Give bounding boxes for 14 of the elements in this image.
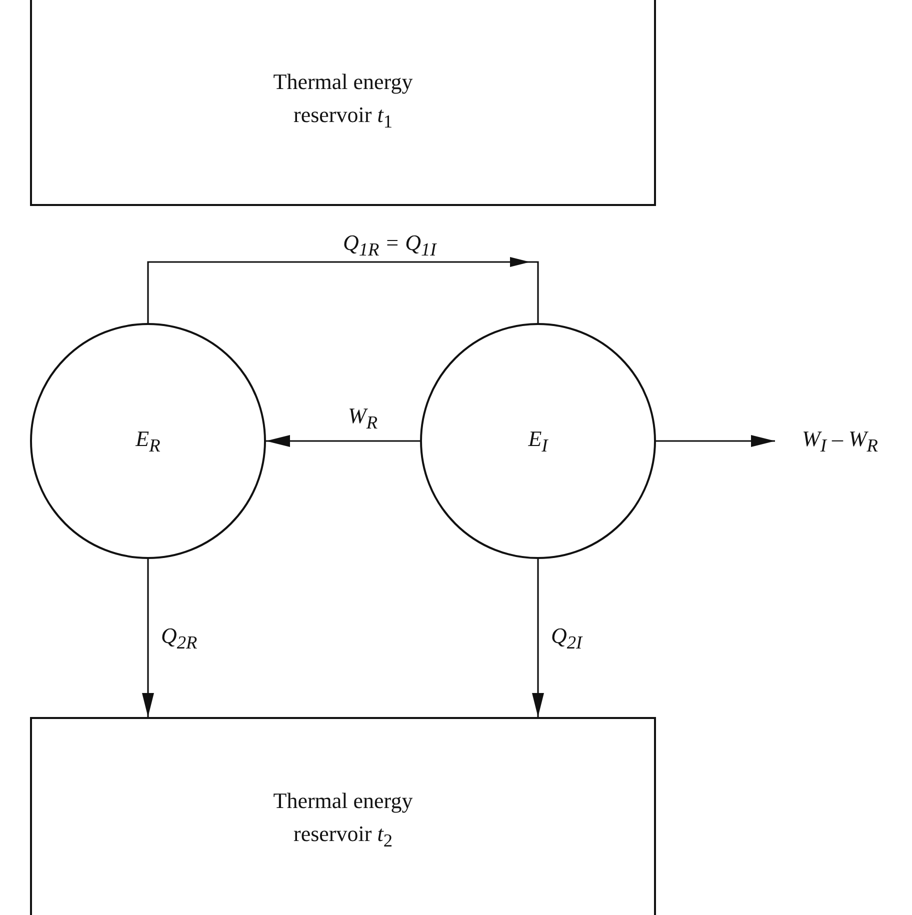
- work-output-text: W$_{I}$ – W$_{R}$: [802, 425, 878, 458]
- arrow: [656, 435, 775, 447]
- reservoir-label: Thermal energy reservoir t$_{2}$: [272, 786, 414, 852]
- engine-circle: [420, 323, 656, 559]
- engine-label: E$_{R}$: [136, 425, 160, 458]
- engine-label: E$_{I}$: [528, 425, 548, 458]
- reservoir-box: [30, 0, 656, 206]
- arrow: [142, 559, 154, 717]
- arrow: [532, 559, 544, 717]
- reservoir-box: [30, 717, 656, 915]
- reservoir-label: Thermal energy reservoir t$_{1}$: [272, 68, 414, 133]
- arrow: [147, 257, 539, 323]
- arrow: [266, 435, 420, 447]
- engine-circle: [30, 323, 266, 559]
